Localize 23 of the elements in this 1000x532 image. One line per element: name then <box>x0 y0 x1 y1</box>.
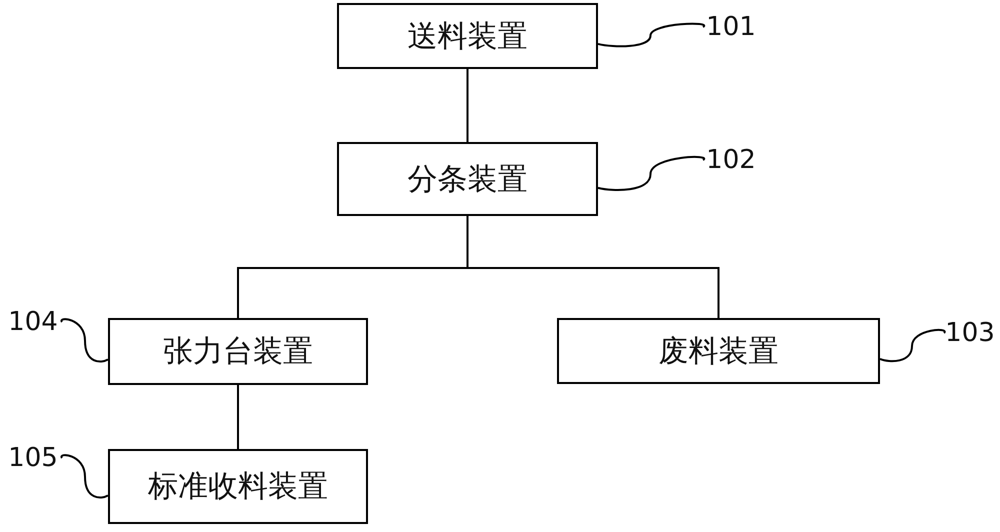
leader-line <box>60 318 108 362</box>
connector-line <box>466 69 468 142</box>
callout-number: 102 <box>706 145 756 175</box>
box-label: 张力台装置 <box>163 333 313 371</box>
process-box <box>337 3 598 69</box>
box-label: 废料装置 <box>658 332 778 370</box>
callout-number: 103 <box>945 318 995 348</box>
connector-line <box>466 216 720 318</box>
process-box <box>337 142 598 216</box>
leader-line <box>880 328 946 362</box>
leader-line <box>60 454 108 498</box>
process-box <box>108 449 368 524</box>
leader-line <box>598 156 705 192</box>
process-box <box>108 318 368 385</box>
box-label: 送料装置 <box>408 18 528 56</box>
box-label: 标准收料装置 <box>148 468 328 506</box>
callout-number: 104 <box>8 307 58 337</box>
leader-line <box>598 22 705 48</box>
box-label: 分条装置 <box>408 160 528 198</box>
connector-line <box>237 385 239 449</box>
process-box <box>557 318 880 384</box>
callout-number: 101 <box>706 12 756 42</box>
callout-number: 105 <box>8 443 58 473</box>
